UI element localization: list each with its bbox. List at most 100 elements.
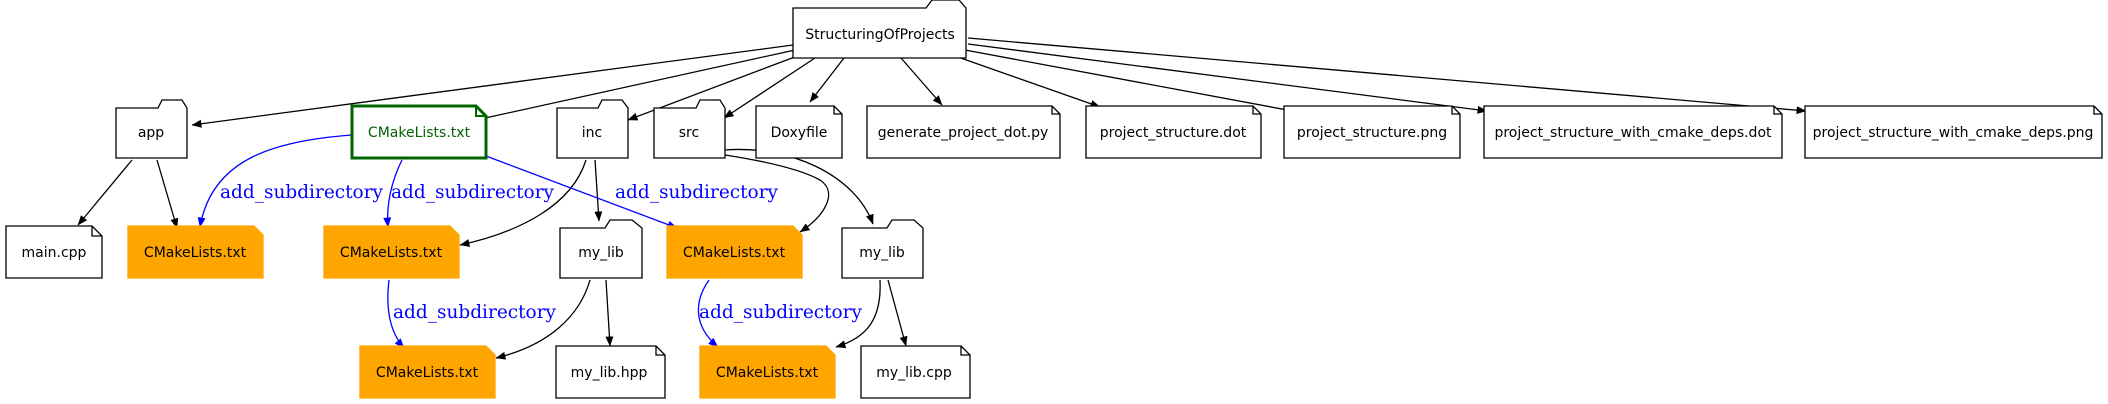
folder-node-src-my-lib: my_lib [841,219,924,279]
folder-node-src: src [653,99,726,159]
file-icon [1483,105,1783,159]
node-label: main.cpp [22,245,87,261]
file-icon [1804,105,2103,159]
node-label: my_lib.cpp [876,365,952,381]
file-node-my-lib-cpp: my_lib.cpp [860,345,971,399]
file-icon [323,225,460,279]
file-node-inc-cmakelists: CMakeLists.txt [323,225,460,279]
edge-add-subdirectory-inc [383,159,403,228]
edge-src-to-src-mylib [724,148,874,225]
edge-root-to-proj-dot [954,55,1101,108]
edge-root-to-doxyfile [809,57,845,103]
node-label: generate_project_dot.py [878,125,1049,141]
file-node-my-lib-hpp: my_lib.hpp [555,345,666,399]
edge-add-subdirectory-src [485,155,678,229]
folder-icon [559,219,643,279]
node-label: CMakeLists.txt [716,365,819,381]
file-node-src-cmakelists: CMakeLists.txt [666,225,803,279]
folder-icon [556,99,629,159]
file-fold [655,346,665,356]
file-node-inc-my-lib-cmakelists: CMakeLists.txt [359,345,496,399]
file-icon [866,105,1061,159]
node-label: app [138,125,164,141]
file-node-project-structure-with-cmake-deps-dot: project_structure_with_cmake_deps.dot [1483,105,1783,159]
edge-root-to-proj-deps-png [967,37,1807,115]
file-node-src-my-lib-cmakelists: CMakeLists.txt [699,345,836,399]
file-node-doxyfile: Doxyfile [755,105,843,159]
node-label: StructuringOfProjects [805,27,955,43]
file-icon [699,345,836,399]
file-fold [91,226,102,237]
node-label: CMakeLists.txt [144,245,247,261]
file-icon [755,105,843,159]
node-label: CMakeLists.txt [368,125,471,141]
edges [77,37,1807,360]
edge-label-inc: add_subdirectory [391,182,555,203]
file-fold [475,106,486,117]
file-node-project-structure-with-cmake-deps-png: project_structure_with_cmake_deps.png [1804,105,2103,159]
node-label: project_structure_with_cmake_deps.png [1813,125,2094,141]
file-icon [5,225,103,279]
node-label: CMakeLists.txt [340,245,443,261]
folder-node-root: StructuringOfProjects [792,0,967,59]
file-fold [1051,106,1060,115]
edge-root-to-proj-deps-dot [967,43,1488,114]
node-label: CMakeLists.txt [683,245,786,261]
edge-root-to-root-cmake [475,49,796,122]
file-fold [1252,106,1261,115]
edge-add-subdirectory-inc-mylib [387,279,405,349]
folder-icon [841,219,924,279]
file-node-project-structure-dot: project_structure.dot [1085,105,1262,159]
edge-src-to-src-cmake [724,154,830,233]
edge-label-app: add_subdirectory [220,182,384,203]
edge-inc-to-inc-cmake [459,159,587,247]
folder-node-app: app [115,99,188,159]
file-icon [350,104,488,160]
edge-inc-mylib-to-mylib-hpp [605,279,614,347]
edge-app-to-main-cpp [77,159,133,226]
file-icon [359,345,496,399]
folder-icon [115,99,188,159]
node-label: inc [582,125,602,141]
file-node-app-cmakelists: CMakeLists.txt [127,225,264,279]
edge-root-to-gen-py [900,57,943,106]
file-icon [860,345,971,399]
edge-label-inc-mylib: add_subdirectory [393,302,557,323]
node-label: my_lib [578,245,624,261]
file-node-main-cpp: main.cpp [5,225,103,279]
edge-root-to-src [723,57,816,119]
edge-inc-to-inc-mylib [594,159,603,222]
file-fold [1773,106,1782,115]
file-fold [833,106,842,115]
file-fold [1451,106,1460,115]
edge-src-mylib-to-mylib-cpp [887,279,908,347]
edge-label-src-mylib: add_subdirectory [699,302,863,323]
edge-root-to-proj-png [964,49,1299,115]
file-node-project-structure-png: project_structure.png [1283,105,1461,159]
edge-add-subdirectory-app [197,134,353,228]
node-label: CMakeLists.txt [376,365,479,381]
nodes: StructuringOfProjects app inc src my_lib… [5,0,2103,399]
edge-inc-mylib-to-inc-mylib-cmake [495,279,591,360]
edge-src-mylib-to-src-mylib-cmake [835,279,881,349]
file-fold [960,346,970,356]
folder-node-inc: inc [556,99,629,159]
file-node-generate-project-dot-py: generate_project_dot.py [866,105,1061,159]
node-label: project_structure.png [1297,125,1447,141]
node-label: my_lib [859,245,905,261]
folder-icon [653,99,726,159]
file-fold [2093,106,2102,115]
edge-label-src: add_subdirectory [615,182,779,203]
file-icon [555,345,666,399]
node-label: Doxyfile [771,125,828,141]
file-icon [666,225,803,279]
edge-app-to-app-cmake [156,159,179,229]
file-icon [1283,105,1461,159]
edge-add-subdirectory-src-mylib [697,279,719,348]
folder-node-inc-my-lib: my_lib [559,219,643,279]
node-label: project_structure_with_cmake_deps.dot [1494,125,1772,141]
file-node-root-cmakelists: CMakeLists.txt [350,104,488,160]
folder-icon [792,0,967,59]
edge-labels: add_subdirectory add_subdirectory add_su… [220,182,863,323]
